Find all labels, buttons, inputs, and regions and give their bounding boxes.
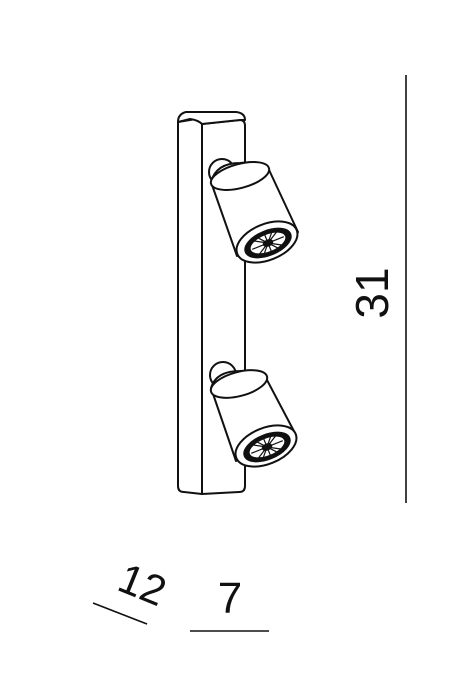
- spotlight-upper: [208, 158, 299, 264]
- spotlight-lower: [209, 361, 298, 468]
- spotlight-upper-bulb-center: [262, 239, 274, 247]
- width-dimension-label: 7: [218, 574, 242, 623]
- mounting-bar-top-face: [177, 111, 246, 125]
- spotlight-lower-bulb-center: [261, 443, 273, 451]
- spotlight-upper-back-cap: [209, 161, 271, 191]
- depth-dimension-line: [92, 602, 148, 625]
- height-dimension-label: 31: [346, 267, 398, 318]
- depth-dimension-label: 12: [112, 554, 173, 615]
- spotlight-lower-back-cap: [209, 369, 269, 399]
- mounting-bar-front-face: [177, 118, 203, 495]
